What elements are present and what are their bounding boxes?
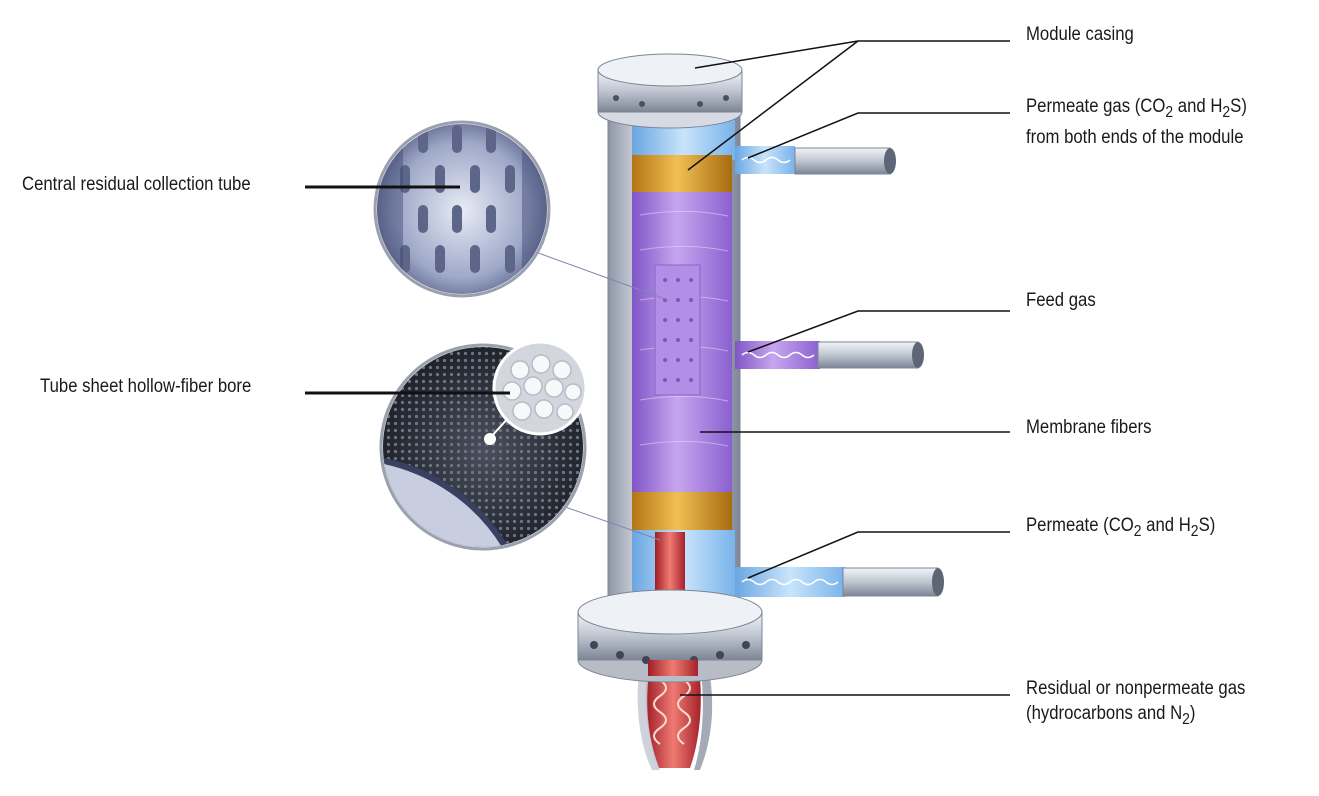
- feed-gas-nozzle: [735, 341, 924, 369]
- bottom-permeate-nozzle: [735, 567, 944, 597]
- label-central-residual-collection-tube: Central residual collection tube: [22, 174, 251, 195]
- label-permeate-gas-top: Permeate gas (CO2 and H2S) from both end…: [1026, 96, 1247, 148]
- label-permeate-bottom: Permeate (CO2 and H2S): [1026, 515, 1216, 540]
- module-vessel: [577, 53, 763, 770]
- label-tube-sheet-hollow-fiber-bore: Tube sheet hollow-fiber bore: [40, 376, 252, 397]
- bottom-tube-sheet: [632, 492, 732, 532]
- residual-outlet-pipe: [645, 660, 701, 768]
- tube-sheet-magnifier: [379, 340, 661, 551]
- leader-lines: [305, 40, 1010, 696]
- label-membrane-fibers: Membrane fibers: [1026, 417, 1152, 438]
- top-permeate-nozzle: [735, 146, 896, 175]
- top-tube-sheet: [632, 155, 732, 193]
- label-module-casing: Module casing: [1026, 24, 1134, 45]
- central-collection-tube: [654, 264, 701, 396]
- label-feed-gas: Feed gas: [1026, 290, 1096, 311]
- label-residual-nonpermeate-gas: Residual or nonpermeate gas (hydrocarbon…: [1026, 678, 1246, 728]
- collection-tube-magnifier: [373, 120, 669, 301]
